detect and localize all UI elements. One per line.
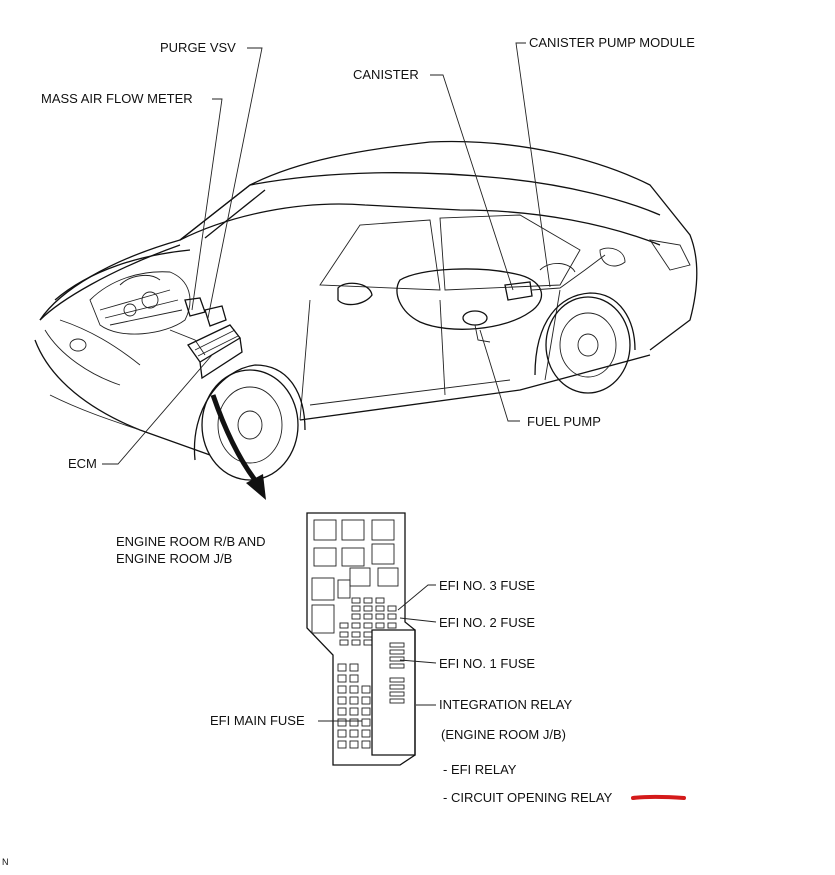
label-engine-room-rb-line2: ENGINE ROOM J/B (116, 551, 232, 566)
corner-mark: N (2, 857, 9, 867)
label-efi-no2-fuse: EFI NO. 2 FUSE (439, 615, 535, 630)
fuel-tank (396, 254, 606, 343)
fuel-pump-part (462, 310, 488, 326)
label-integration-relay: INTEGRATION RELAY (439, 697, 572, 712)
ecm-unit (187, 324, 243, 380)
label-canister-pump-module: CANISTER PUMP MODULE (529, 35, 695, 50)
fuse-box (306, 512, 416, 766)
mass-air-flow-part (204, 305, 227, 327)
label-engine-room-rb-line1: ENGINE ROOM R/B AND (116, 534, 266, 549)
leader-lines (102, 42, 551, 465)
label-ecm: ECM (68, 456, 97, 471)
canister-part (504, 281, 533, 301)
label-efi-no1-fuse: EFI NO. 1 FUSE (439, 656, 535, 671)
label-mass-air-flow-meter: MASS AIR FLOW METER (41, 91, 193, 106)
label-efi-main-fuse: EFI MAIN FUSE (210, 713, 305, 728)
fuse-leader-lines (318, 584, 437, 722)
label-engine-room-jb-paren: (ENGINE ROOM J/B) (441, 727, 566, 742)
label-fuel-pump: FUEL PUMP (527, 414, 601, 429)
label-efi-no3-fuse: EFI NO. 3 FUSE (439, 578, 535, 593)
label-efi-relay: - EFI RELAY (443, 762, 517, 777)
highlight-underline-mark (631, 794, 686, 800)
integration-relay-block (371, 629, 416, 756)
zoom-arrow (210, 394, 266, 500)
label-canister: CANISTER (353, 67, 419, 82)
engine-bay (89, 271, 206, 356)
car-illustration (34, 140, 698, 481)
label-circuit-opening-relay: - CIRCUIT OPENING RELAY (443, 790, 613, 805)
label-purge-vsv: PURGE VSV (160, 40, 236, 55)
